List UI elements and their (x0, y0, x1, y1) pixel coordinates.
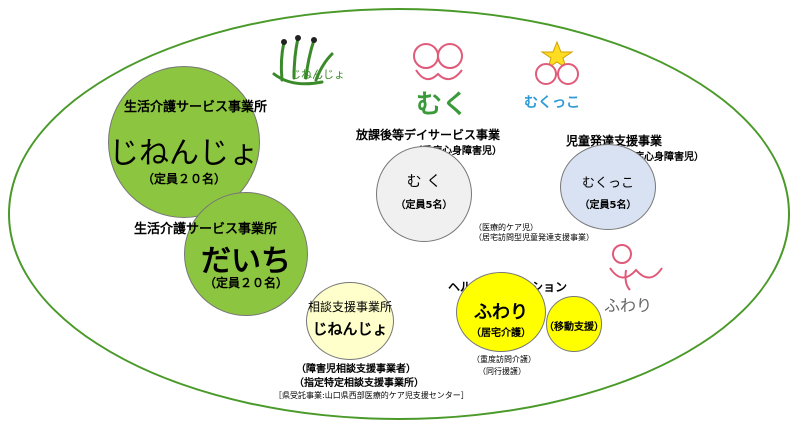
mukukko-logo-text: むくっこ (524, 95, 580, 111)
consult-note1: （障害児相談支援事業者） (296, 364, 416, 375)
muku-logo-icon: むく (404, 40, 474, 120)
fuwari-circle (456, 272, 546, 352)
mukukko-sub: （重症心身障害児） (614, 152, 704, 163)
muku-name: む く (406, 172, 442, 190)
muku-logo-text: むく (416, 90, 469, 120)
muku-sub: （重症心身障害児） (412, 146, 502, 157)
fuwari-name: ふわり (474, 302, 528, 323)
mukukko-logo-icon: むくっこ (522, 40, 592, 120)
fuwari-note1: （重度訪問介護） (472, 355, 536, 364)
daichi-care-name: だいち (201, 244, 291, 279)
mobility-circle (546, 296, 602, 352)
consult-circle (306, 282, 394, 360)
jinenjo-care-title: 生活介護サービス事業所 (124, 100, 268, 115)
daichi-care-capacity: （定員２０名） (203, 276, 288, 290)
consult-title: 相談支援事業所 (307, 300, 392, 314)
fuwari-service2: （移動支援） (544, 322, 604, 333)
jinenjo-logo-text: じねんじょ (290, 68, 345, 81)
muku-note2: （居宅訪問型児童発達支援事業） (474, 233, 594, 242)
jinenjo-care-capacity: （定員２０名） (141, 172, 226, 186)
mukukko-name: むくっこ (581, 176, 634, 191)
outer-oval (8, 8, 790, 420)
fuwari-logo-text: ふわり (604, 296, 653, 315)
mukukko-capacity: （定員5名） (579, 200, 637, 211)
muku-circle (376, 146, 472, 242)
muku-title: 放課後等デイサービス事業 (356, 128, 501, 142)
mukukko-circle (560, 144, 656, 230)
daichi-care-circle (184, 192, 308, 316)
consult-name: じねんじょ (312, 320, 388, 338)
consult-note2: （指定特定相談支援事業所） (294, 378, 424, 389)
mukukko-title: 児童発達支援事業 (566, 134, 663, 148)
daichi-care-title: 生活介護サービス事業所 (134, 222, 278, 237)
consult-note3: ［県受託事業:山口県西部医療的ケア児支援センター］ (274, 391, 469, 400)
muku-note1: （医療的ケア児） (474, 223, 538, 232)
jinenjo-hand-logo-icon: じねんじょ (262, 30, 352, 90)
jinenjo-care-name: じねんじょ (109, 136, 259, 171)
fuwari-service1: （居宅介護） (471, 328, 531, 339)
muku-capacity: （定員5名） (395, 200, 453, 211)
fuwari-logo-icon: ふわり (596, 240, 676, 320)
fuwari-note2: （同行援護） (478, 367, 526, 376)
